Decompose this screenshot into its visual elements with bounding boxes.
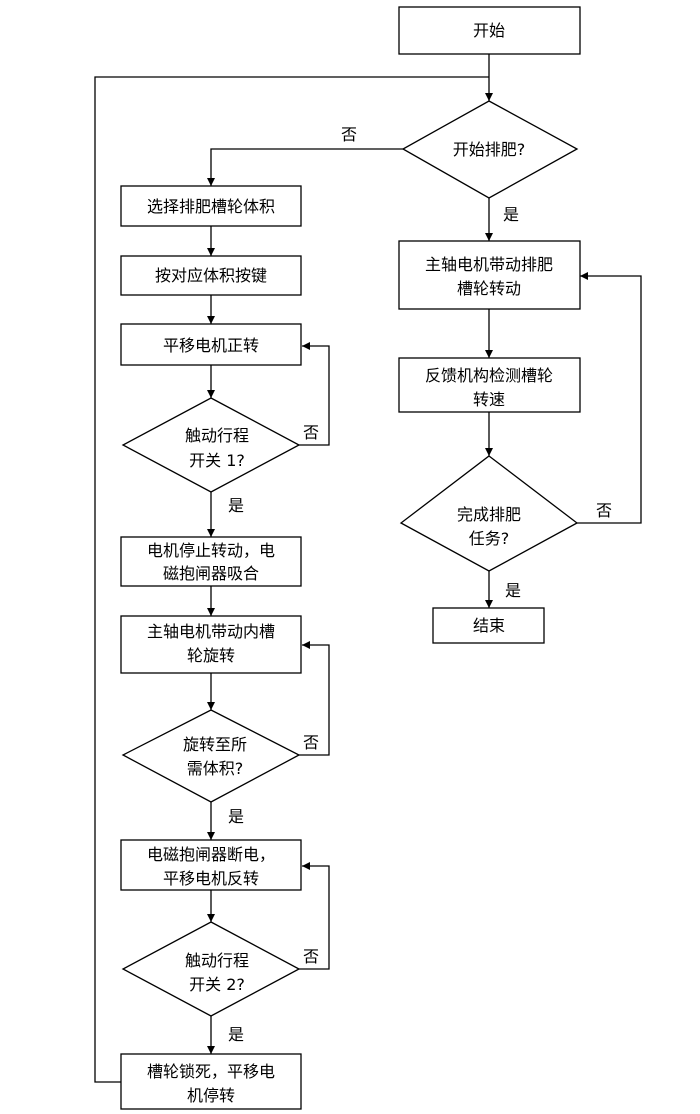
process-press-key (120, 255, 302, 296)
decision-switch2-line2: 开关 2? (189, 975, 245, 994)
process-feedback-detect (398, 357, 581, 413)
end-text: 结束 (473, 616, 505, 635)
label-yes-volume: 是 (228, 807, 244, 826)
decision-switch1-line1: 触动行程 (185, 426, 249, 445)
label-no-switch1: 否 (303, 423, 319, 442)
label-no-volume: 否 (303, 733, 319, 752)
process-feedback-detect-line1: 反馈机构检测槽轮 (425, 366, 553, 385)
decision-switch1-line2: 开关 1? (189, 451, 245, 470)
label-yes-switch1: 是 (228, 496, 244, 515)
process-motor-stop (120, 536, 302, 587)
process-brake-off-line2: 平移电机反转 (163, 869, 259, 888)
connectors (94, 54, 642, 1083)
process-brake-off (120, 839, 302, 891)
arrow-qv-no (299, 641, 330, 756)
label-no-switch2: 否 (303, 947, 319, 966)
process-feedback-detect-line2: 转速 (473, 390, 505, 409)
decision-done-line2: 任务? (469, 529, 510, 548)
process-lock-wheel-line2: 机停转 (187, 1086, 235, 1105)
label-yes-start-fert: 是 (503, 205, 519, 224)
decision-volume-line1: 旋转至所 (183, 735, 247, 754)
start-box (398, 6, 581, 55)
process-inner-rotate-line1: 主轴电机带动内槽 (147, 622, 275, 641)
process-spindle-drive-line1: 主轴电机带动排肥 (425, 255, 553, 274)
branch-labels: 否 是 否 是 否 是 否 是 否 是 (228, 125, 612, 1044)
process-select-volume (120, 185, 302, 227)
decision-volume (121, 709, 301, 803)
end-box (432, 607, 545, 644)
label-no-start-fert: 否 (341, 125, 357, 144)
process-lock-wheel-line1: 槽轮锁死，平移电 (147, 1062, 275, 1081)
arrow-q-no (207, 148, 403, 186)
process-motor-stop-line2: 磁抱闸器吸合 (163, 564, 259, 583)
process-press-key-text: 按对应体积按键 (155, 266, 267, 285)
decision-start-fert (401, 100, 579, 199)
process-forward-rotate-text: 平移电机正转 (163, 336, 259, 355)
start-text: 开始 (473, 21, 505, 40)
decision-done-line1: 完成排肥 (457, 505, 521, 524)
arrow-qdone-no (577, 272, 642, 524)
decision-switch2 (121, 921, 301, 1017)
process-inner-rotate (120, 615, 302, 674)
process-forward-rotate (120, 323, 302, 366)
process-brake-off-line1: 电磁抱闸器断电， (147, 845, 275, 864)
decision-volume-line2: 需体积? (187, 759, 244, 778)
node-text: 开始 开始排肥? 主轴电机带动排肥 槽轮转动 反馈机构检测槽轮 转速 完成排肥 … (147, 21, 553, 1105)
process-select-volume-text: 选择排肥槽轮体积 (147, 197, 275, 216)
process-motor-stop-line1: 电机停止转动，电 (147, 541, 275, 560)
process-spindle-drive-line2: 槽轮转动 (457, 279, 521, 298)
decision-switch1 (121, 397, 301, 493)
arrow-qs2-no (299, 862, 330, 970)
label-yes-switch2: 是 (228, 1025, 244, 1044)
decision-done (399, 455, 579, 572)
return-loop-line (94, 76, 489, 1083)
process-inner-rotate-line2: 轮旋转 (187, 646, 235, 665)
shapes (120, 6, 581, 1110)
process-spindle-drive (398, 240, 581, 310)
arrow-qs1-no (299, 342, 330, 446)
decision-start-fert-text: 开始排肥? (453, 140, 526, 159)
label-no-done: 否 (596, 501, 612, 520)
decision-switch2-line1: 触动行程 (185, 951, 249, 970)
process-lock-wheel (120, 1053, 302, 1110)
label-yes-done: 是 (505, 581, 521, 600)
